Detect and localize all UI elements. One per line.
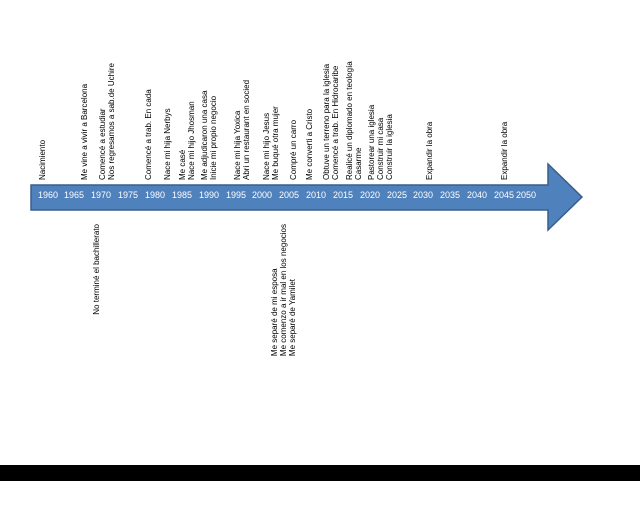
arrow-shape [30, 162, 584, 232]
event-line: Construir mi casa [376, 117, 385, 180]
event-line: Abri un restaurant en socied [242, 79, 251, 180]
event-line: Comencé a trab. En cada [144, 89, 153, 180]
event-line: No terminé el bachillerato [92, 224, 101, 315]
event-line: Me adjudicaron una casa [200, 90, 209, 180]
event-line: Obtuve un terreno para la iglesia [322, 63, 331, 180]
event-line: Me casé [178, 149, 187, 180]
year-label: 2040 [467, 190, 488, 200]
event-line: Me separé de mi esposa [270, 268, 279, 357]
year-label: 2005 [279, 190, 300, 200]
bottom-bar [0, 465, 640, 481]
event-line: Comencé a estudiar [98, 108, 107, 180]
event-line: Realicé un diplomado en teología [345, 61, 354, 180]
year-label: 2025 [387, 190, 408, 200]
year-label: 1980 [145, 190, 166, 200]
event-line: Nace mi hijo Jesus [262, 112, 271, 180]
year-label: 2045 [494, 190, 515, 200]
event-line: Nace mi hija Yoxica [233, 110, 242, 180]
event-line: Nacimiento [38, 139, 47, 180]
event-line: Me comenzo a ir mal en los negocios [279, 224, 288, 357]
event-line: Me buqué otra mujer [271, 106, 280, 180]
year-label: 2035 [440, 190, 461, 200]
event-line: Me vine a vivir a Barcelona [80, 83, 89, 180]
year-label: 1965 [64, 190, 85, 200]
event-line: Compré un carro [289, 119, 298, 180]
year-label: 2000 [252, 190, 273, 200]
year-label: 2030 [413, 190, 434, 200]
event-line: Casarme [354, 147, 363, 180]
year-label: 2010 [306, 190, 327, 200]
event-below: No terminé el bachillerato [92, 224, 101, 315]
year-label: 1970 [91, 190, 112, 200]
event-line: Nos regresamos a sab.de Uchire [107, 63, 116, 180]
event-line: Inicie mi propio negocio [209, 95, 218, 180]
year-label: 1990 [199, 190, 220, 200]
event-line: Comencé a trab. En Hidrocaribe [331, 65, 340, 180]
event-line: Nace mi hijo Jhosman [187, 101, 196, 180]
event-line: Me separé de Yamilet [288, 278, 297, 357]
event-line: Nace mi hija Nerbys [163, 108, 172, 180]
year-label: 1975 [118, 190, 139, 200]
event-line: Me converti a Cristo [305, 108, 314, 180]
event-line: Construir la iglesia [385, 114, 394, 180]
year-label: 1995 [226, 190, 247, 200]
year-label: 2020 [360, 190, 381, 200]
year-label: 2015 [333, 190, 354, 200]
year-label: 1985 [172, 190, 193, 200]
event-line: Pastorear una iglesia [367, 104, 376, 180]
year-label: 1960 [38, 190, 59, 200]
event-line: Expandir la obra [425, 121, 434, 180]
year-label: 2050 [516, 190, 537, 200]
event-below: Me separé de mi esposa Me comenzo a ir m… [270, 224, 297, 356]
event-line: Expandir la obra [500, 121, 509, 180]
